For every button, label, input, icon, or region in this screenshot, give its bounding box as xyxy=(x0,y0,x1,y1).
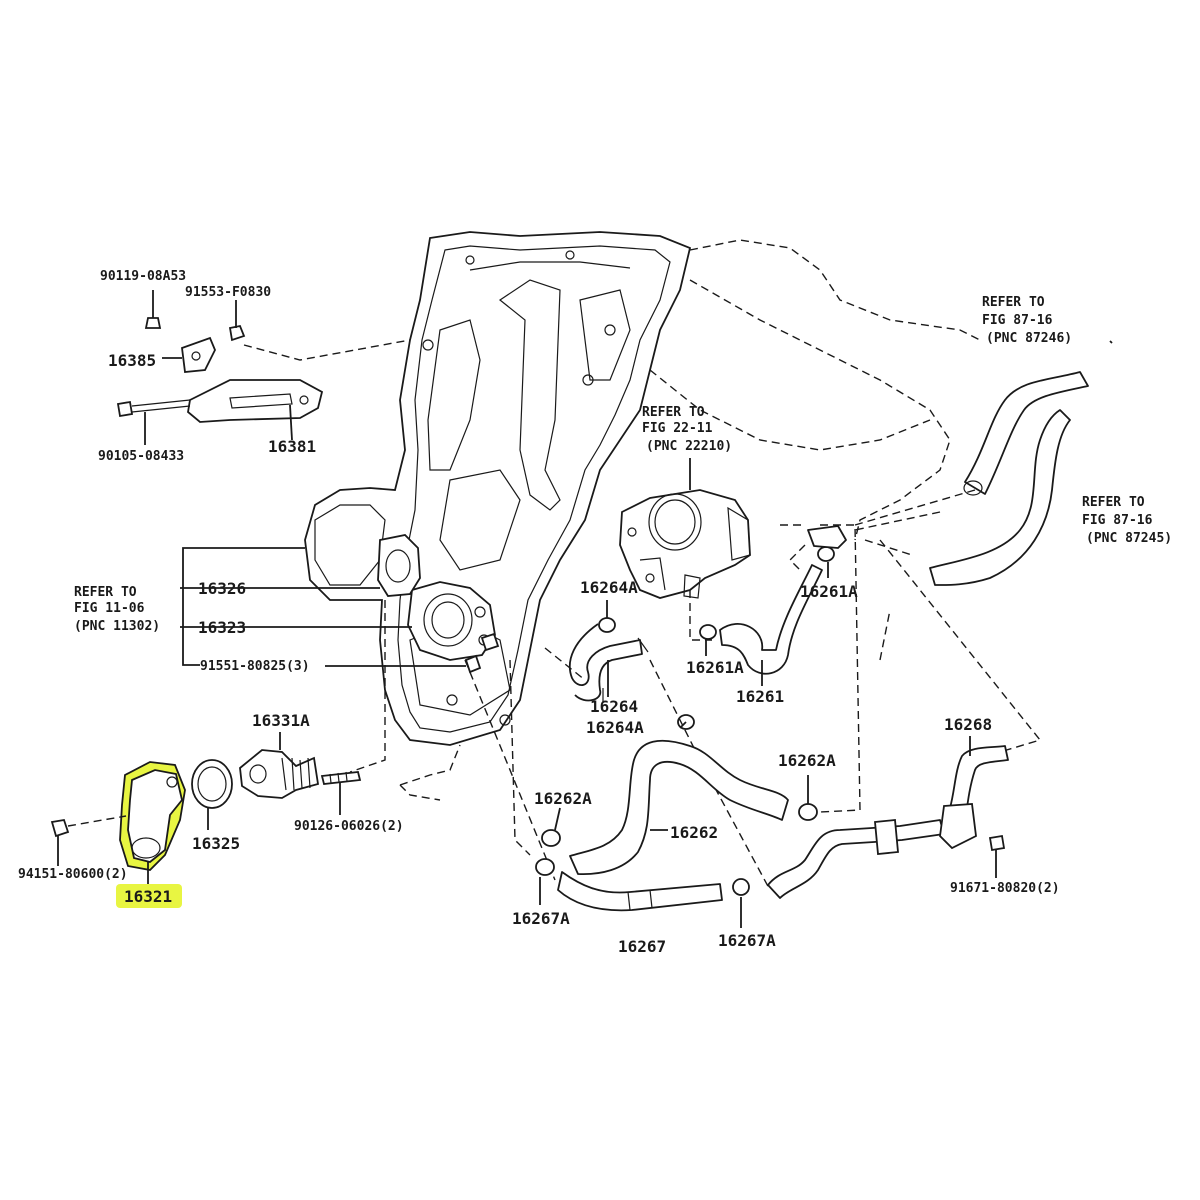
bolt-91551 xyxy=(464,632,500,674)
label-16264A-top: 16264A xyxy=(580,578,638,597)
label-16325: 16325 xyxy=(192,834,240,853)
label-16268: 16268 xyxy=(944,715,992,734)
label-16326: 16326 xyxy=(198,579,246,598)
label-16321: 16321 xyxy=(124,887,172,906)
clamp-16264A-top xyxy=(598,600,616,633)
labels: 90119-08A53 91553-F0830 16385 90105-0843… xyxy=(18,269,1172,956)
label-91551: 91551-80825(3) xyxy=(200,659,310,674)
label-16385: 16385 xyxy=(108,351,156,370)
leader-16381 xyxy=(289,404,293,441)
clamp-16267A-left xyxy=(535,858,555,905)
label-16264: 16264 xyxy=(590,697,638,716)
bolt-90105 xyxy=(116,399,191,445)
label-refer-87245-c: (PNC 87245) xyxy=(1086,531,1172,546)
label-16262A-right: 16262A xyxy=(778,751,836,770)
label-16262A-left: 16262A xyxy=(534,789,592,808)
label-16261A-right: 16261A xyxy=(800,582,858,601)
bolt-90119 xyxy=(144,290,162,329)
clamp-16262A-right xyxy=(798,775,818,821)
leader-91553-dash xyxy=(243,339,411,361)
label-90126: 90126-06026(2) xyxy=(294,819,404,834)
label-refer-2211-b: FIG 22-11 xyxy=(642,421,713,436)
label-16261A-left: 16261A xyxy=(686,658,744,677)
label-90119: 90119-08A53 xyxy=(100,269,186,284)
label-refer-87246-c: (PNC 87246) xyxy=(986,331,1072,346)
label-16261: 16261 xyxy=(736,687,784,706)
label-refer-1106-c: (PNC 11302) xyxy=(74,619,160,634)
label-refer-87246-b: FIG 87-16 xyxy=(982,313,1053,328)
label-refer-2211-a: REFER TO xyxy=(642,405,705,420)
label-refer-87245-b: FIG 87-16 xyxy=(1082,513,1153,528)
stud-90126 xyxy=(320,771,362,815)
hose-87245 xyxy=(929,409,1071,586)
label-16264A-bottom: 16264A xyxy=(586,718,644,737)
label-91553: 91553-F0830 xyxy=(185,285,271,300)
gasket-16326 xyxy=(377,534,421,597)
clamp-16267A-right xyxy=(732,878,750,928)
clamp-16262A-left xyxy=(541,807,561,847)
label-refer-87245-a: REFER TO xyxy=(1082,495,1145,510)
thermostat-16331A xyxy=(239,732,320,799)
label-16331A: 16331A xyxy=(252,711,310,730)
label-refer-1106-b: FIG 11-06 xyxy=(74,601,145,616)
engine-block-outline xyxy=(399,239,1042,801)
highlight-box-16321 xyxy=(116,884,182,908)
group-bracket-1106 xyxy=(180,547,466,773)
hose-16262 xyxy=(569,739,789,876)
label-16267: 16267 xyxy=(618,937,666,956)
bolt-91671 xyxy=(988,834,1006,878)
label-refer-1106-a: REFER TO xyxy=(74,585,137,600)
clamp-16261A-left xyxy=(699,624,717,640)
water-inlet-16321-highlighted xyxy=(119,761,186,871)
hose-87246 xyxy=(963,371,1089,496)
label-16267A-right: 16267A xyxy=(718,931,776,950)
label-refer-2211-c: (PNC 22210) xyxy=(646,439,732,454)
label-90105: 90105-08433 xyxy=(98,449,184,464)
hose-16264 xyxy=(568,623,649,702)
label-refer-87246-a: REFER TO xyxy=(982,295,1045,310)
clamp-16261A-right xyxy=(807,525,847,578)
leader-lines xyxy=(607,340,1113,729)
nut-94151 xyxy=(50,815,127,866)
water-inlet-16323 xyxy=(407,581,496,661)
hose-16267 xyxy=(557,871,723,912)
label-91671: 91671-80820(2) xyxy=(950,881,1060,896)
label-16323: 16323 xyxy=(198,618,246,637)
throttle-body-22210 xyxy=(619,458,751,599)
hose-16261 xyxy=(719,564,823,675)
engine-timing-cover xyxy=(304,231,692,746)
gasket-16325 xyxy=(191,759,233,830)
bracket-16381 xyxy=(187,379,324,423)
label-94151: 94151-80600(2) xyxy=(18,867,128,882)
label-16381: 16381 xyxy=(268,437,316,456)
label-16262: 16262 xyxy=(670,823,718,842)
pipe-16268 xyxy=(767,736,1009,899)
bolt-91553 xyxy=(228,324,246,342)
bracket-16385 xyxy=(181,336,216,373)
label-16267A-left: 16267A xyxy=(512,909,570,928)
